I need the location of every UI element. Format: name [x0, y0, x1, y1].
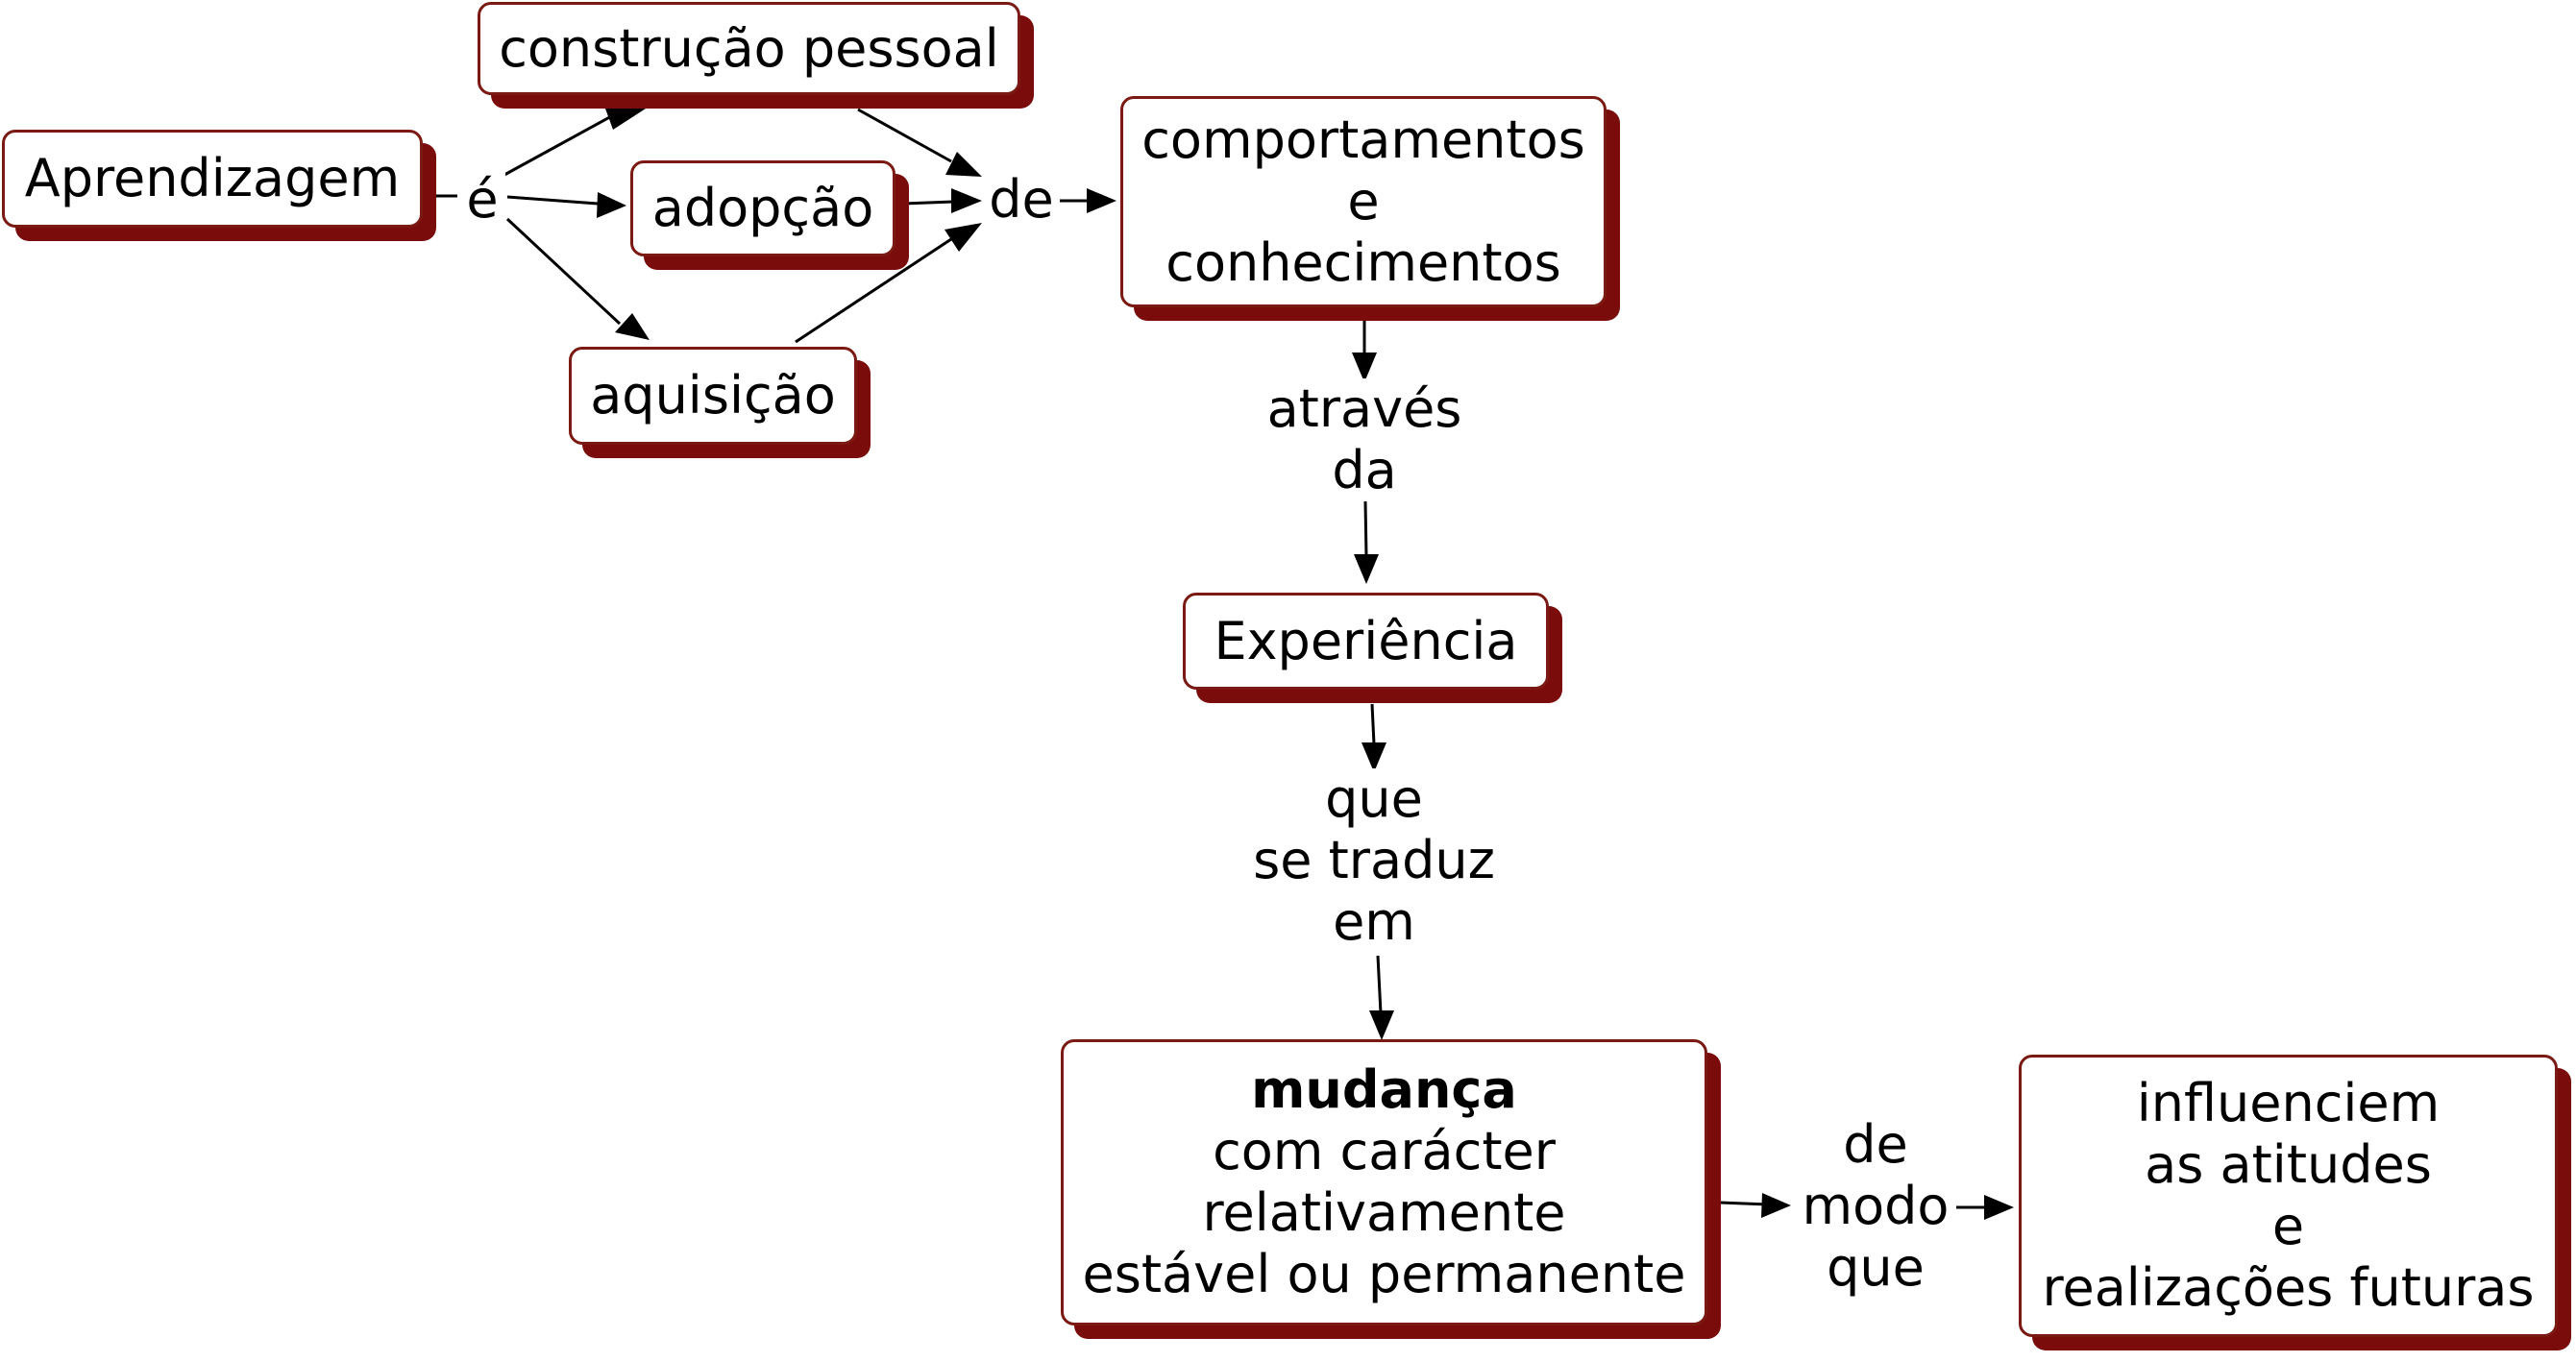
link-demodo-line-3: que	[1827, 1237, 1925, 1298]
arrowhead-aquisicao-de	[945, 223, 982, 252]
link-demodo-line-1: de	[1843, 1114, 1908, 1175]
concept-influenciem-line-1: influenciem	[2136, 1073, 2441, 1133]
concept-aprendizagem: Aprendizagem	[2, 130, 423, 228]
connector-que-mudanca	[1376, 955, 1383, 1014]
concept-adopcao: adopção	[630, 160, 895, 256]
concept-mudanca-line-1: com carácter	[1213, 1121, 1556, 1181]
connector-construcao-de	[857, 108, 952, 163]
link-e-label: é	[466, 169, 499, 230]
arrowhead-construcao-de	[945, 152, 982, 177]
arrowhead-que	[1362, 742, 1386, 772]
link-e: é	[459, 169, 505, 231]
connector-experiencia-que	[1370, 703, 1376, 745]
link-de-label: de	[989, 169, 1054, 230]
arrowhead-experiencia	[1354, 554, 1379, 584]
arrowhead-mudanca	[1369, 1010, 1394, 1040]
concept-mudanca-title: mudança	[1251, 1059, 1517, 1120]
connector-aquisicao-de	[795, 237, 952, 344]
concept-experiencia-label: Experiência	[1214, 610, 1518, 671]
link-de-modo-que: de modo que	[1801, 1114, 1950, 1299]
concept-comportamentos-line-1: comportamentos	[1141, 109, 1585, 170]
concept-aquisicao: aquisição	[569, 347, 857, 445]
concept-construcao-pessoal: construção pessoal	[478, 2, 1020, 95]
link-atraves-line-1: através	[1266, 378, 1462, 439]
concept-experiencia: Experiência	[1183, 593, 1549, 690]
connector-mudanca-demodo	[1719, 1201, 1769, 1206]
link-que-line-1: que	[1325, 768, 1423, 829]
concept-mudanca: mudança com carácter relativamente estáv…	[1061, 1039, 1707, 1326]
concept-aquisicao-label: aquisição	[590, 365, 836, 426]
link-atraves-line-2: da	[1332, 440, 1397, 500]
concept-comportamentos-line-2: e	[1347, 171, 1380, 231]
arrowhead-atraves	[1352, 353, 1377, 382]
concept-comportamentos-conhecimentos: comportamentos e conhecimentos	[1120, 96, 1607, 307]
arrowhead-construcao	[605, 109, 646, 130]
link-que-se-traduz-em: que se traduz em	[1249, 768, 1499, 953]
concept-construcao-label: construção pessoal	[499, 17, 999, 79]
concept-influenciem-line-2: as atitudes	[2145, 1134, 2432, 1195]
connector-atraves-experiencia	[1363, 500, 1368, 558]
concept-aprendizagem-label: Aprendizagem	[24, 148, 401, 208]
link-atraves-da: através da	[1259, 378, 1470, 501]
concept-adopcao-label: adopção	[651, 178, 874, 238]
link-que-line-2: se traduz	[1253, 830, 1495, 890]
arrowhead-adopcao	[597, 192, 626, 218]
link-de: de	[984, 169, 1059, 231]
concept-comportamentos-line-3: conhecimentos	[1165, 232, 1561, 293]
arrowhead-influenciem	[1984, 1195, 2014, 1220]
concept-influenciem-line-3: e	[2271, 1196, 2305, 1256]
arrowhead-aquisicao	[615, 313, 650, 340]
concept-influenciem: influenciem as atitudes e realizações fu…	[2019, 1055, 2558, 1337]
link-demodo-line-2: modo	[1802, 1176, 1950, 1236]
concept-mudanca-line-3: estável ou permanente	[1082, 1244, 1686, 1304]
connector-e-construcao	[503, 112, 616, 177]
concept-mudanca-line-2: relativamente	[1202, 1182, 1566, 1243]
connector-e-aquisicao	[505, 217, 622, 326]
arrowhead-demodo	[1761, 1193, 1791, 1218]
arrowhead-adopcao-de	[951, 188, 982, 213]
link-que-line-3: em	[1333, 891, 1415, 952]
concept-influenciem-line-4: realizações futuras	[2042, 1257, 2535, 1318]
connector-adopcao-de	[902, 200, 954, 206]
connector-e-adopcao	[506, 195, 599, 206]
arrowhead-comportamentos	[1087, 188, 1116, 213]
